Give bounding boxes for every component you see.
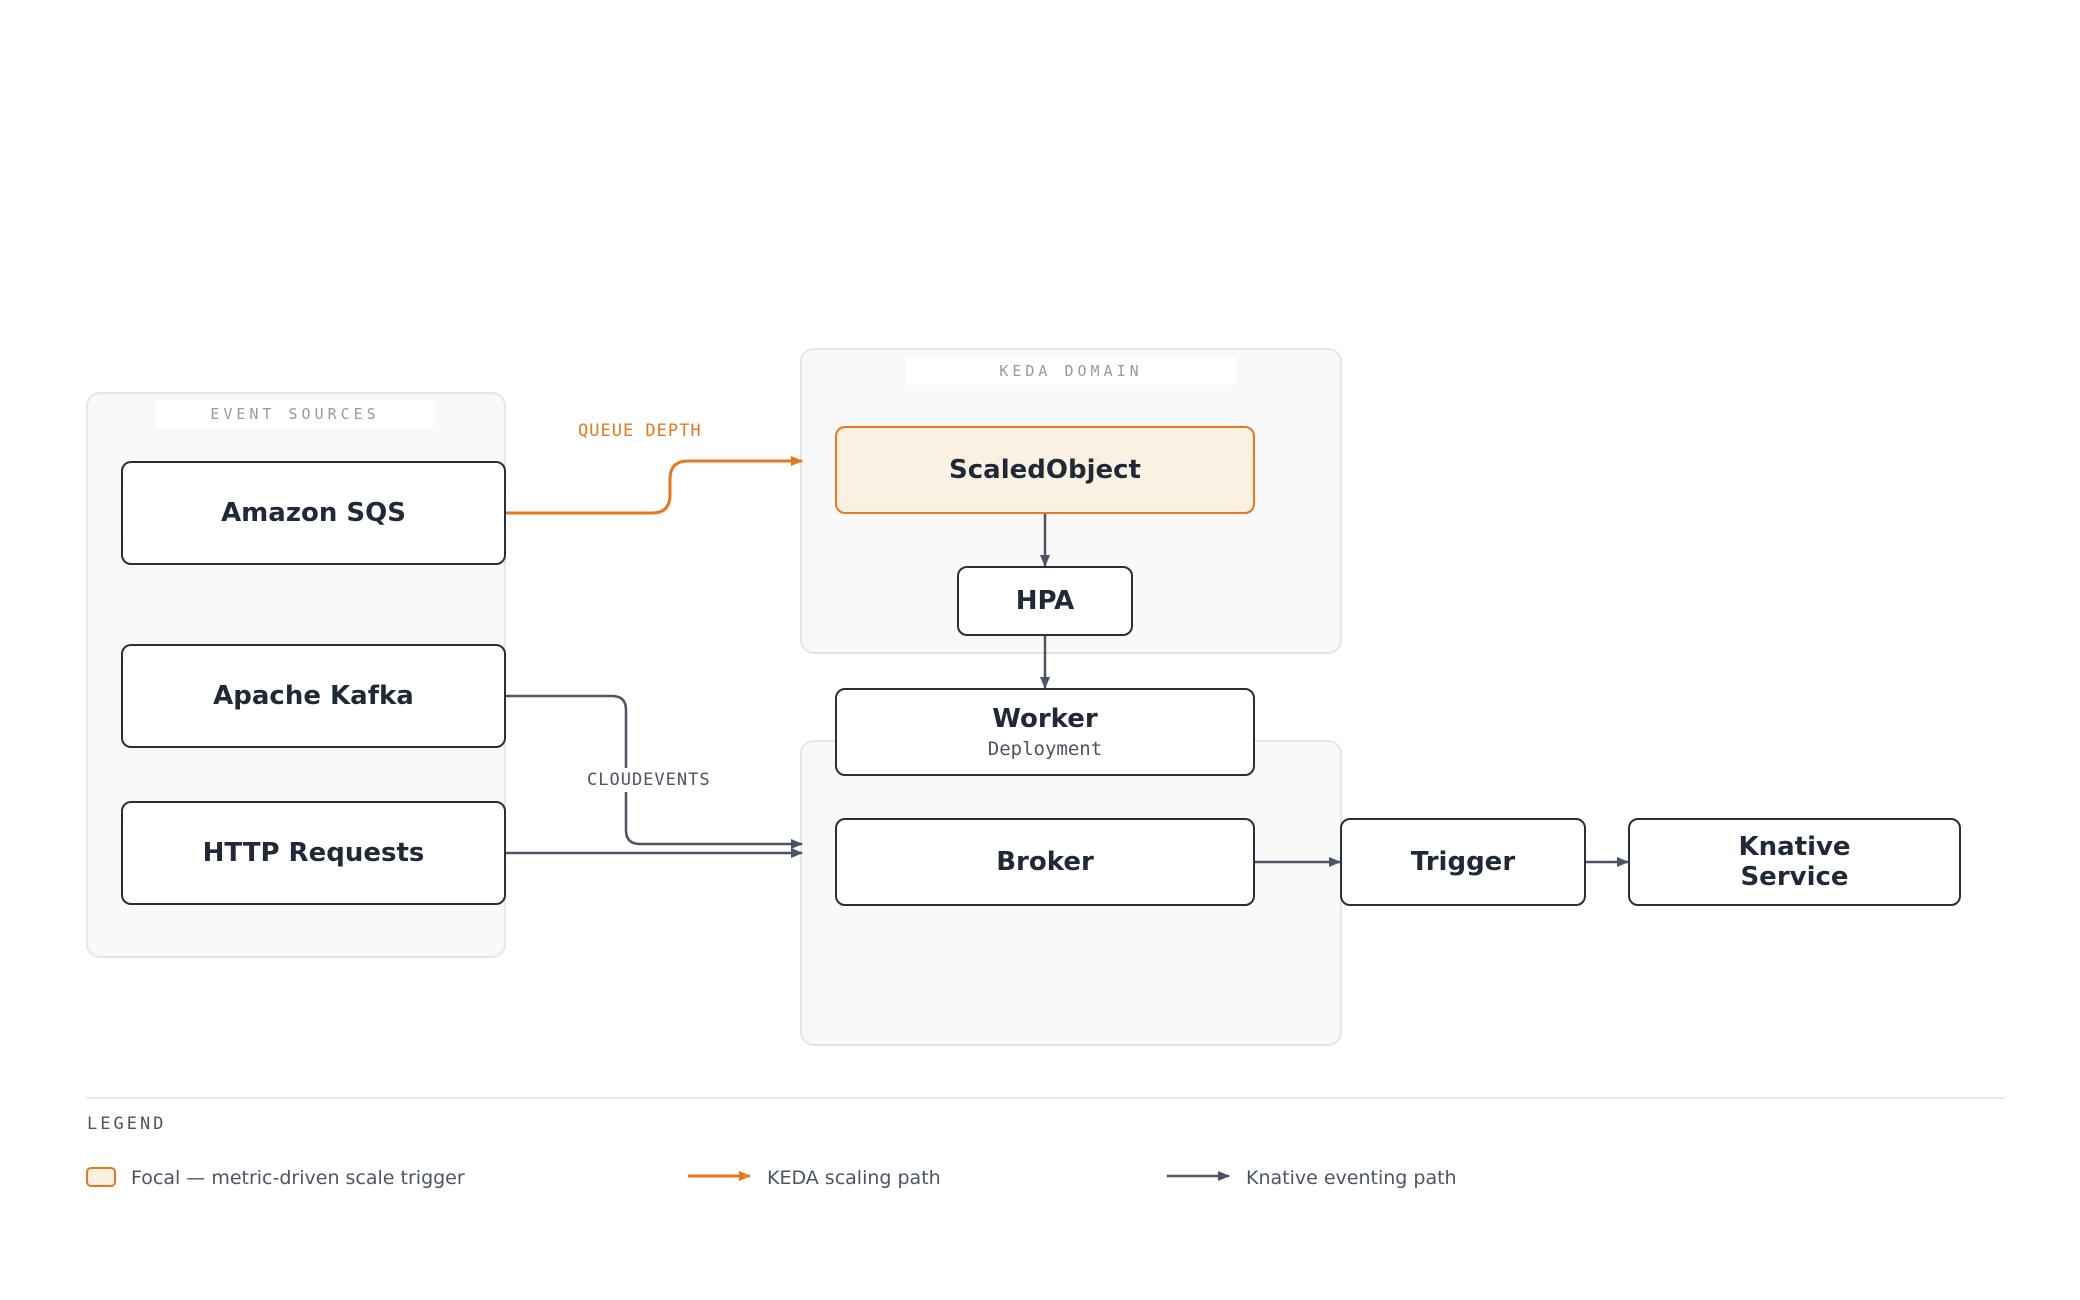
worker-subtitle: Deployment	[987, 738, 1103, 760]
keda-domain-label: KEDA DOMAIN	[906, 357, 1236, 385]
worker-node[interactable]: Worker Deployment	[835, 688, 1255, 776]
scaledobject-node[interactable]: ScaledObject	[835, 426, 1255, 514]
legend-focal-swatch	[86, 1167, 116, 1187]
amazon-sqs-node[interactable]: Amazon SQS	[121, 461, 506, 565]
legend-knative-text: Knative eventing path	[1246, 1167, 1457, 1189]
broker-title: Broker	[996, 847, 1094, 877]
legend-divider	[86, 1097, 2004, 1099]
queue-depth-label: QUEUE DEPTH	[578, 421, 702, 441]
apache-kafka-title: Apache Kafka	[213, 681, 414, 711]
trigger-node[interactable]: Trigger	[1340, 818, 1586, 906]
knative-service-title: Knative Service	[1738, 832, 1851, 892]
broker-node[interactable]: Broker	[835, 818, 1255, 906]
apache-kafka-node[interactable]: Apache Kafka	[121, 644, 506, 748]
http-requests-node[interactable]: HTTP Requests	[121, 801, 506, 905]
worker-title: Worker	[992, 704, 1098, 734]
hpa-title: HPA	[1015, 586, 1075, 616]
edge-sqs-to-scaledobject	[506, 456, 803, 515]
legend-keda-text: KEDA scaling path	[767, 1167, 941, 1189]
hpa-node[interactable]: HPA	[957, 566, 1133, 636]
cloudevents-label: CLOUDEVENTS	[585, 768, 713, 792]
amazon-sqs-title: Amazon SQS	[221, 498, 406, 528]
event-sources-label: EVENT SOURCES	[156, 400, 434, 428]
http-requests-title: HTTP Requests	[202, 838, 425, 868]
legend-focal-text: Focal — metric-driven scale trigger	[131, 1167, 465, 1189]
scaledobject-title: ScaledObject	[949, 455, 1141, 485]
trigger-title: Trigger	[1410, 847, 1516, 877]
legend-title: LEGEND	[87, 1114, 167, 1134]
knative-service-node[interactable]: Knative Service	[1628, 818, 1961, 906]
